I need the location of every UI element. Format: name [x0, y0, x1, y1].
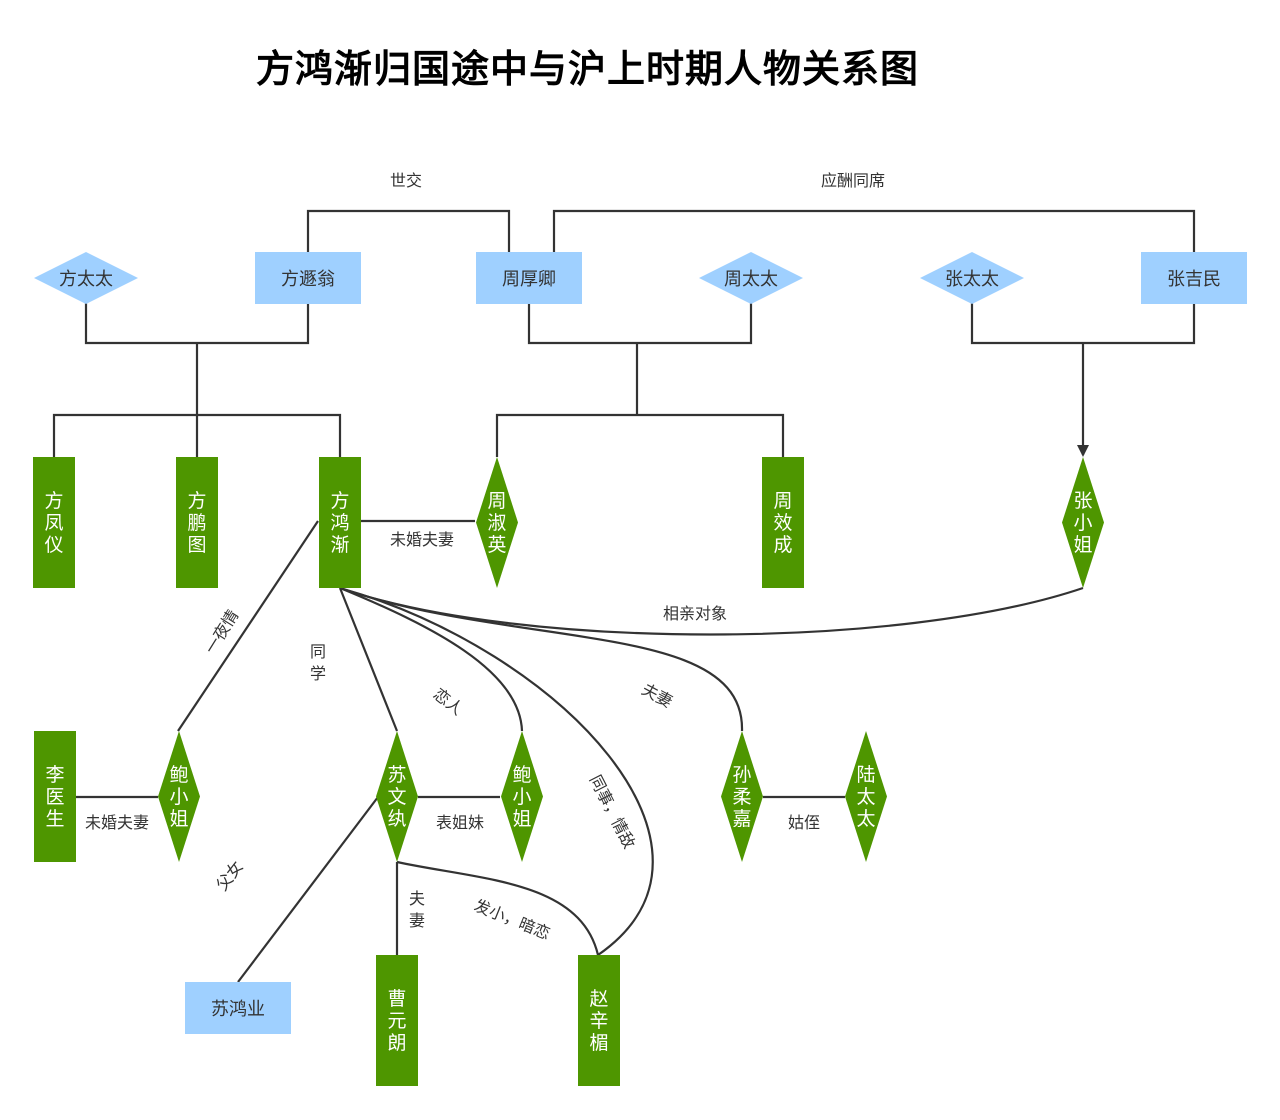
node-fang-hongjian[interactable]: 方鸿渐	[319, 457, 361, 588]
node-zhou-shuying[interactable]: 周淑英	[476, 457, 518, 588]
edge-lianren	[339, 586, 524, 732]
node-li-yisheng[interactable]: 李医生	[34, 731, 76, 862]
edge-tongxue	[338, 587, 399, 732]
node-label: 方鹏图	[187, 489, 207, 556]
node-label: 方太太	[59, 269, 113, 290]
edge-label-shijiao: 世交	[389, 171, 423, 190]
node-zhou-houqing[interactable]: 周厚卿	[476, 252, 582, 304]
node-lu-taitai[interactable]: 陆太太	[845, 731, 887, 862]
node-label: 曹元朗	[387, 987, 407, 1054]
edge-fuqi-1	[339, 586, 744, 732]
edge-faxiao	[396, 860, 600, 956]
node-zhou-taitai[interactable]: 周太太	[699, 252, 803, 304]
edge-label-xiangqin: 相亲对象	[662, 604, 728, 623]
node-zhang-jimin[interactable]: 张吉民	[1141, 252, 1247, 304]
node-zhang-taitai[interactable]: 张太太	[920, 252, 1024, 304]
node-bao-xiaojie-2[interactable]: 鲍小姐	[501, 731, 543, 862]
node-label: 周效成	[773, 489, 793, 556]
edge-zhou-parents	[527, 302, 753, 345]
edge-yingchou	[552, 209, 1196, 252]
edge-label-biaojiemei: 表姐妹	[433, 813, 487, 833]
node-label: 苏文纨	[387, 763, 407, 830]
node-fang-pengtu[interactable]: 方鹏图	[176, 457, 218, 588]
node-label: 陆太太	[856, 763, 876, 830]
edge-label-weihun-2: 未婚夫妻	[82, 813, 152, 833]
node-bao-xiaojie-1[interactable]: 鲍小姐	[158, 731, 200, 862]
edge-label-weihun-1: 未婚夫妻	[387, 530, 457, 550]
node-label: 鲍小姐	[169, 763, 189, 830]
node-label: 方鸿渐	[330, 489, 350, 556]
node-label: 张太太	[945, 269, 999, 290]
node-label: 方凤仪	[44, 489, 64, 556]
node-label: 周太太	[724, 269, 778, 290]
edge-label-guzhi: 姑侄	[785, 813, 823, 833]
edge-tongshi	[339, 586, 654, 956]
node-label: 赵辛楣	[589, 987, 609, 1054]
edge-fang-parents	[84, 302, 310, 345]
edge-fang-children	[52, 413, 342, 457]
edge-yiyeqing	[177, 520, 319, 732]
node-label: 孙柔嘉	[732, 763, 752, 830]
node-fang-fengyi[interactable]: 方凤仪	[33, 457, 75, 588]
node-label: 李医生	[45, 763, 65, 830]
node-cao-yuanlang[interactable]: 曹元朗	[376, 955, 418, 1086]
node-zhang-xiaojie[interactable]: 张小姐	[1062, 457, 1104, 588]
edge-zhang-parents	[970, 302, 1196, 345]
node-label: 鲍小姐	[512, 763, 532, 830]
node-fang-dunweng[interactable]: 方遯翁	[255, 252, 361, 304]
node-zhou-xiaocheng[interactable]: 周效成	[762, 457, 804, 588]
edge-funv	[237, 796, 379, 983]
node-fang-taitai[interactable]: 方太太	[34, 252, 138, 304]
node-sun-roujia[interactable]: 孙柔嘉	[721, 731, 763, 862]
node-zhao-xinmei[interactable]: 赵辛楣	[578, 955, 620, 1086]
edge-label-tongxue: 同学	[309, 642, 326, 683]
diagram-title: 方鸿渐归国途中与沪上时期人物关系图	[256, 47, 920, 91]
node-label: 张小姐	[1073, 489, 1093, 556]
node-su-hongye[interactable]: 苏鸿业	[185, 982, 291, 1034]
edge-label-yingchou: 应酬同席	[820, 171, 886, 190]
node-label: 周淑英	[487, 489, 507, 556]
edge-shijiao	[306, 209, 511, 252]
node-su-wenwan[interactable]: 苏文纨	[376, 731, 418, 862]
edge-label-fuqi-2: 夫妻	[408, 889, 425, 930]
edge-zhou-children	[495, 413, 785, 457]
